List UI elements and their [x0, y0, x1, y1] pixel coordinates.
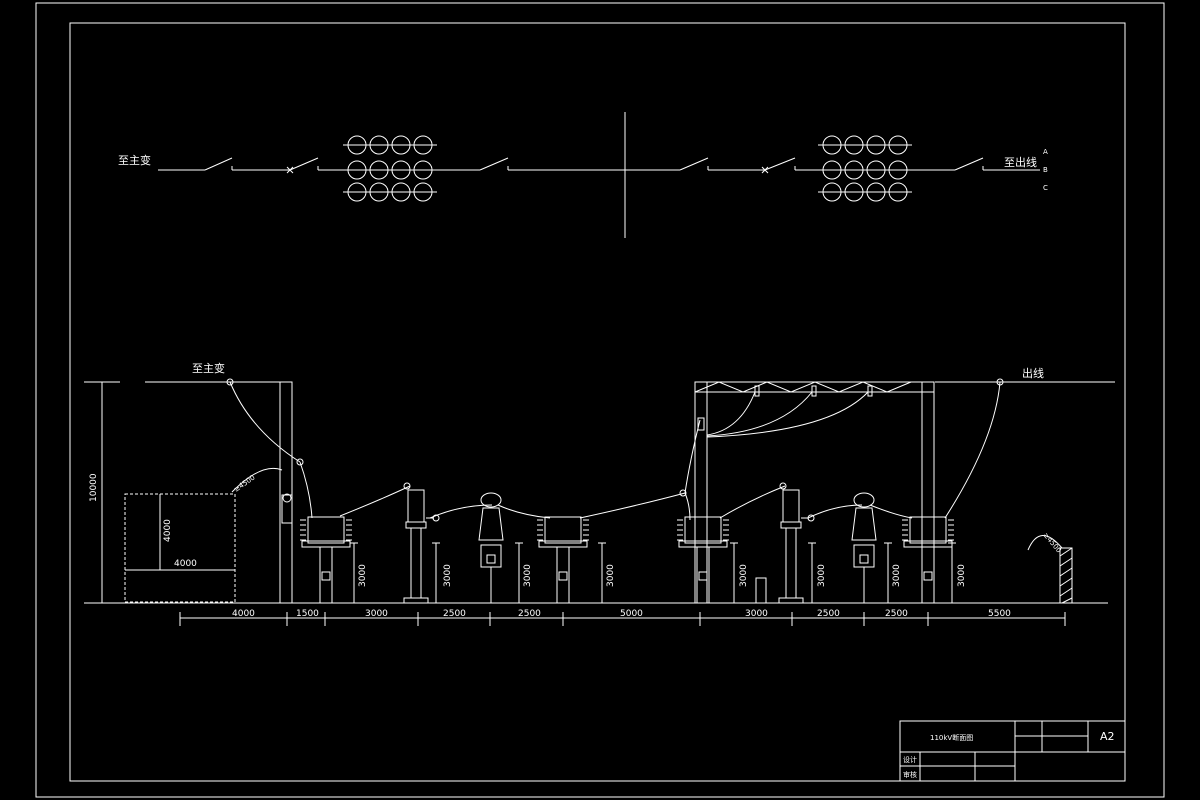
building-height-dim: 4000 — [163, 519, 173, 542]
clearance-arc-left — [231, 467, 283, 493]
title-row-design: 设计 — [903, 755, 917, 764]
breaker-support — [319, 546, 333, 604]
building-outline — [124, 493, 236, 603]
support-height-dims: 3000 3000 3000 3000 3000 3000 3000 3000 — [358, 564, 967, 587]
pt-tank — [480, 544, 502, 568]
section-elevation: 至主变 出线 10000 4000 4000 ≥4500 ≥4500 — [84, 361, 1115, 626]
support-height-5: 3000 — [739, 564, 749, 587]
title-block: 110kV断面图 A2 设计 审核 — [899, 720, 1126, 782]
disconnector-head — [407, 489, 425, 523]
breaker-box — [321, 571, 331, 581]
phase-a-label: A — [1043, 148, 1048, 156]
equipment-group — [300, 489, 954, 604]
breaker-support — [556, 546, 570, 604]
breaker-support — [921, 546, 935, 604]
breaker-base — [678, 540, 728, 548]
breaker-body — [909, 516, 947, 544]
disconnector-column — [410, 527, 422, 599]
switch-blade — [289, 157, 319, 171]
clearance-left-label: ≥4500 — [233, 473, 257, 493]
breaker-body — [307, 516, 345, 544]
single-line-right-label: 至出线 — [1004, 155, 1037, 169]
inner-frame — [69, 22, 1126, 782]
gantry-left — [279, 381, 293, 604]
bay-width-2: 1500 — [296, 609, 319, 619]
drawing-title: 110kV断面图 — [930, 733, 973, 742]
bay-width-5: 2500 — [518, 609, 541, 619]
elevation-left-label: 至主变 — [192, 361, 225, 375]
bay-width-6: 5000 — [620, 609, 643, 619]
disconnector-column — [785, 527, 797, 599]
switch-blade — [679, 157, 709, 171]
pt-box — [486, 554, 496, 564]
disconnector-base — [778, 597, 804, 604]
switch-blade — [764, 157, 796, 171]
phase-b-label: B — [1043, 166, 1048, 174]
support-height-2: 3000 — [443, 564, 453, 587]
breaker-base — [538, 540, 588, 548]
switch-blade — [204, 157, 233, 171]
bay-width-9: 2500 — [885, 609, 908, 619]
pt-top — [480, 492, 502, 508]
support-height-1: 3000 — [358, 564, 368, 587]
control-box — [755, 577, 767, 604]
disconnector-cap — [405, 521, 427, 529]
bay-width-7: 3000 — [745, 609, 768, 619]
conductors — [229, 381, 1001, 521]
breaker-box — [558, 571, 568, 581]
pt-tank — [853, 544, 875, 568]
breaker-box — [698, 571, 708, 581]
breaker-base — [301, 540, 351, 548]
current-transformer-group-left — [343, 135, 437, 202]
clearance-arc-right — [1027, 535, 1063, 551]
disconnector-node — [807, 514, 815, 522]
support-height-4: 3000 — [606, 564, 616, 587]
breaker-body — [544, 516, 582, 544]
height-dimension: 10000 — [89, 473, 99, 502]
bay-width-10: 5500 — [988, 609, 1011, 619]
breaker-cross — [761, 166, 769, 174]
support-height-7: 3000 — [892, 564, 902, 587]
surge-arrester-left — [281, 493, 293, 524]
building-width-dim: 4000 — [174, 559, 197, 569]
connection-nodes — [226, 378, 1004, 497]
breaker-body — [684, 516, 722, 544]
support-height-3: 3000 — [523, 564, 533, 587]
bay-width-1: 4000 — [232, 609, 255, 619]
bay-dimensions: 4000 1500 3000 2500 2500 5000 3000 2500 … — [232, 609, 1011, 619]
breaker-support — [696, 546, 710, 604]
breaker-cross — [286, 166, 294, 174]
bay-width-3: 3000 — [365, 609, 388, 619]
sheet-size: A2 — [1100, 730, 1115, 743]
single-line-left-label: 至主变 — [118, 153, 151, 167]
bay-width-4: 2500 — [443, 609, 466, 619]
disconnector-head — [782, 489, 800, 523]
elevation-right-label: 出线 — [1022, 366, 1044, 380]
single-line-diagram: 至主变 至出线 A B C — [118, 112, 1048, 238]
switch-blade — [954, 157, 984, 171]
pt-body — [478, 507, 504, 541]
disconnector-node — [432, 514, 440, 522]
disconnector-base — [403, 597, 429, 604]
pt-body — [851, 507, 877, 541]
support-height-8: 3000 — [957, 564, 967, 587]
pt-box — [859, 554, 869, 564]
fence-hatch — [1059, 547, 1073, 604]
outer-frame — [35, 2, 1165, 798]
title-row-review: 审核 — [903, 770, 917, 779]
breaker-box — [923, 571, 933, 581]
disconnector-cap — [780, 521, 802, 529]
phase-c-label: C — [1043, 184, 1048, 192]
bay-width-8: 2500 — [817, 609, 840, 619]
switch-blade — [479, 157, 509, 171]
current-transformer-group-right — [818, 135, 912, 202]
support-height-6: 3000 — [817, 564, 827, 587]
breaker-base — [903, 540, 953, 548]
pt-top — [853, 492, 875, 508]
